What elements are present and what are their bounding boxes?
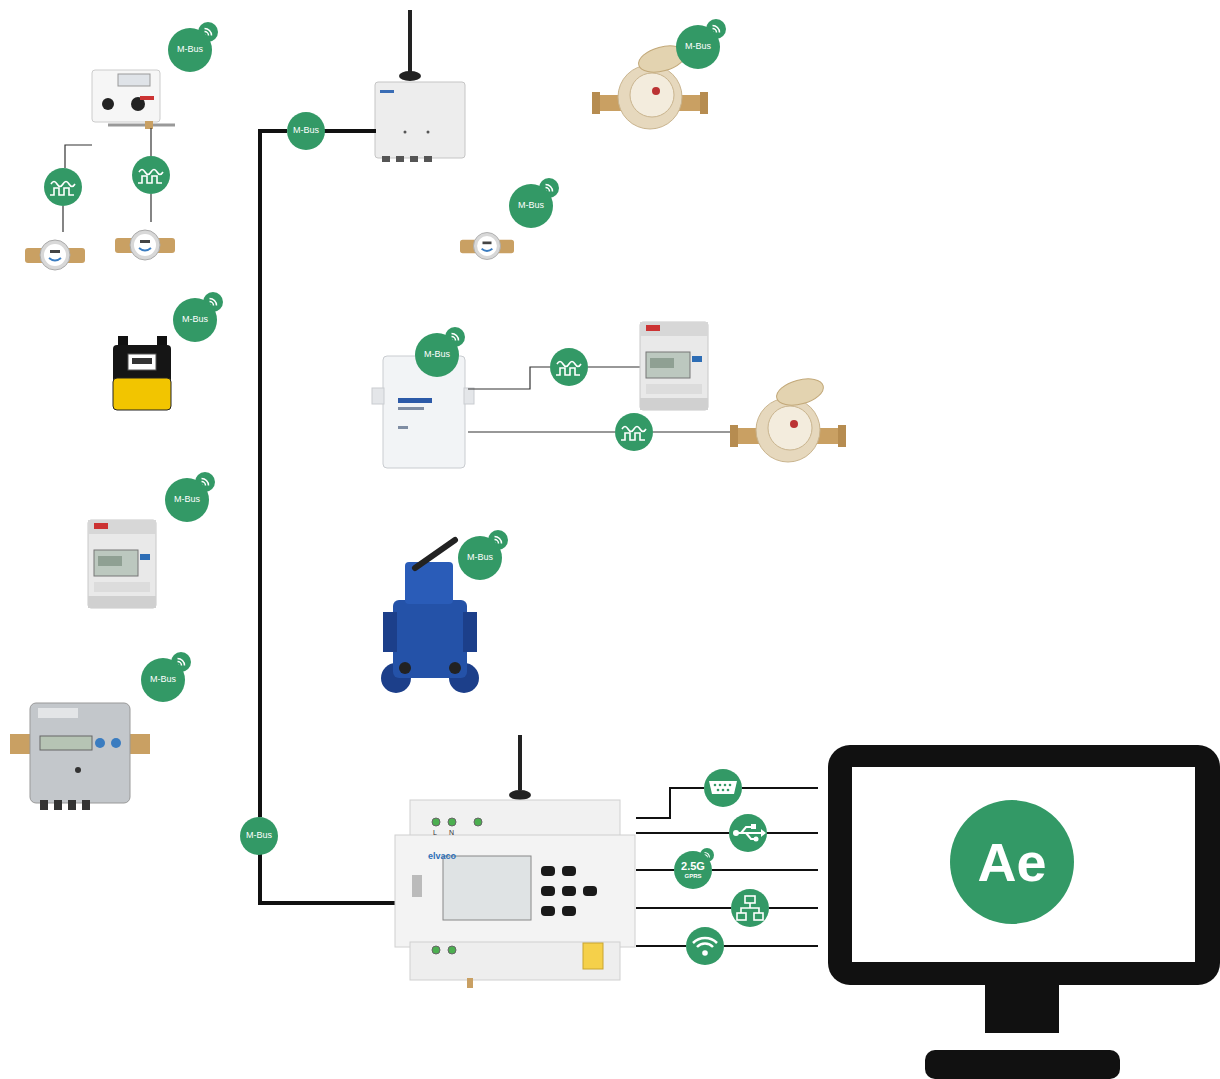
badge-text: M-Bus xyxy=(174,495,200,504)
badge-text: M-Bus xyxy=(467,553,493,562)
badge-text: M-Bus xyxy=(518,201,544,210)
badge-circle: M-Bus xyxy=(173,298,217,342)
badge-text: M-Bus xyxy=(293,126,319,135)
badge-text: M-Bus xyxy=(246,831,272,840)
badge-circle: M-Bus xyxy=(287,112,325,150)
badge-text: M-Bus xyxy=(685,42,711,51)
badge-circle: M-Bus xyxy=(458,536,502,580)
badge-text: GPRS xyxy=(684,873,701,879)
badge-text: Ae xyxy=(977,834,1046,891)
badge-circle: M-Bus xyxy=(676,25,720,69)
badge-text: M-Bus xyxy=(424,350,450,359)
badge-circle: M-Bus xyxy=(415,333,459,377)
device-label: elvaco xyxy=(428,852,456,861)
device-label: L xyxy=(433,829,437,836)
badge-circle: M-Bus xyxy=(240,817,278,855)
badge-circle: 2.5GGPRS xyxy=(674,851,712,889)
badge-circle: M-Bus xyxy=(165,478,209,522)
badge-text: M-Bus xyxy=(182,315,208,324)
badge-text: M-Bus xyxy=(177,45,203,54)
device-label: N xyxy=(449,829,454,836)
badge-text: M-Bus xyxy=(150,675,176,684)
badge-text: 2.5G xyxy=(681,861,705,873)
mbus-wire xyxy=(260,131,287,817)
badge-circle: M-Bus xyxy=(168,28,212,72)
badge-circle: Ae xyxy=(950,800,1074,924)
badge-circle: M-Bus xyxy=(509,184,553,228)
badge-circle: M-Bus xyxy=(141,658,185,702)
